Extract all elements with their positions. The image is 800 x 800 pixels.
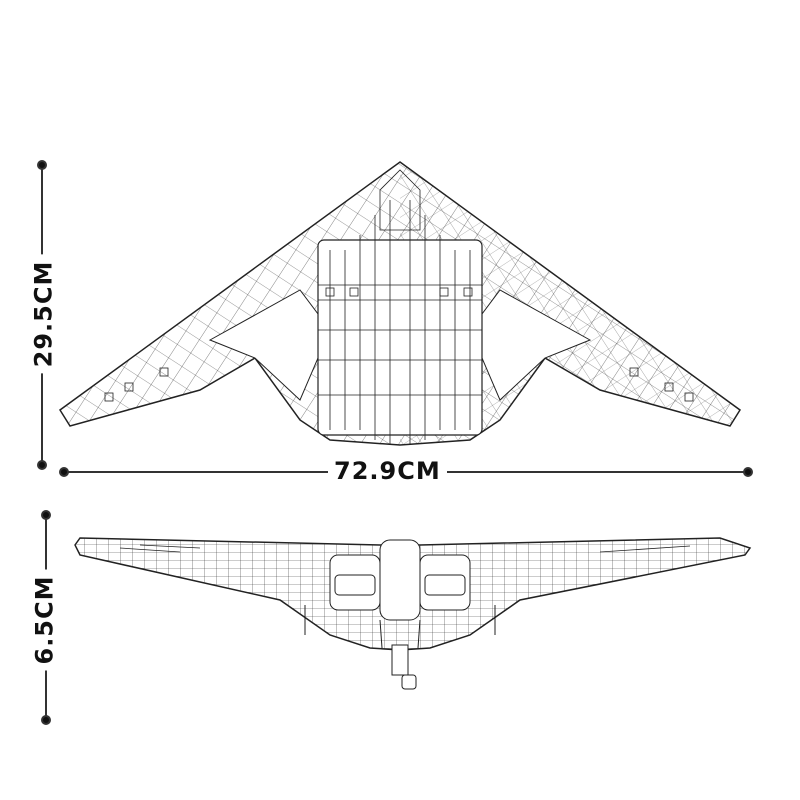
width-label: 72.9CM — [328, 457, 447, 485]
aircraft-top-view — [58, 161, 742, 446]
aircraft-front-view — [74, 537, 752, 690]
height-label-front-view: 6.5CM — [30, 569, 59, 671]
height-label-top-view: 29.5CM — [29, 254, 58, 374]
